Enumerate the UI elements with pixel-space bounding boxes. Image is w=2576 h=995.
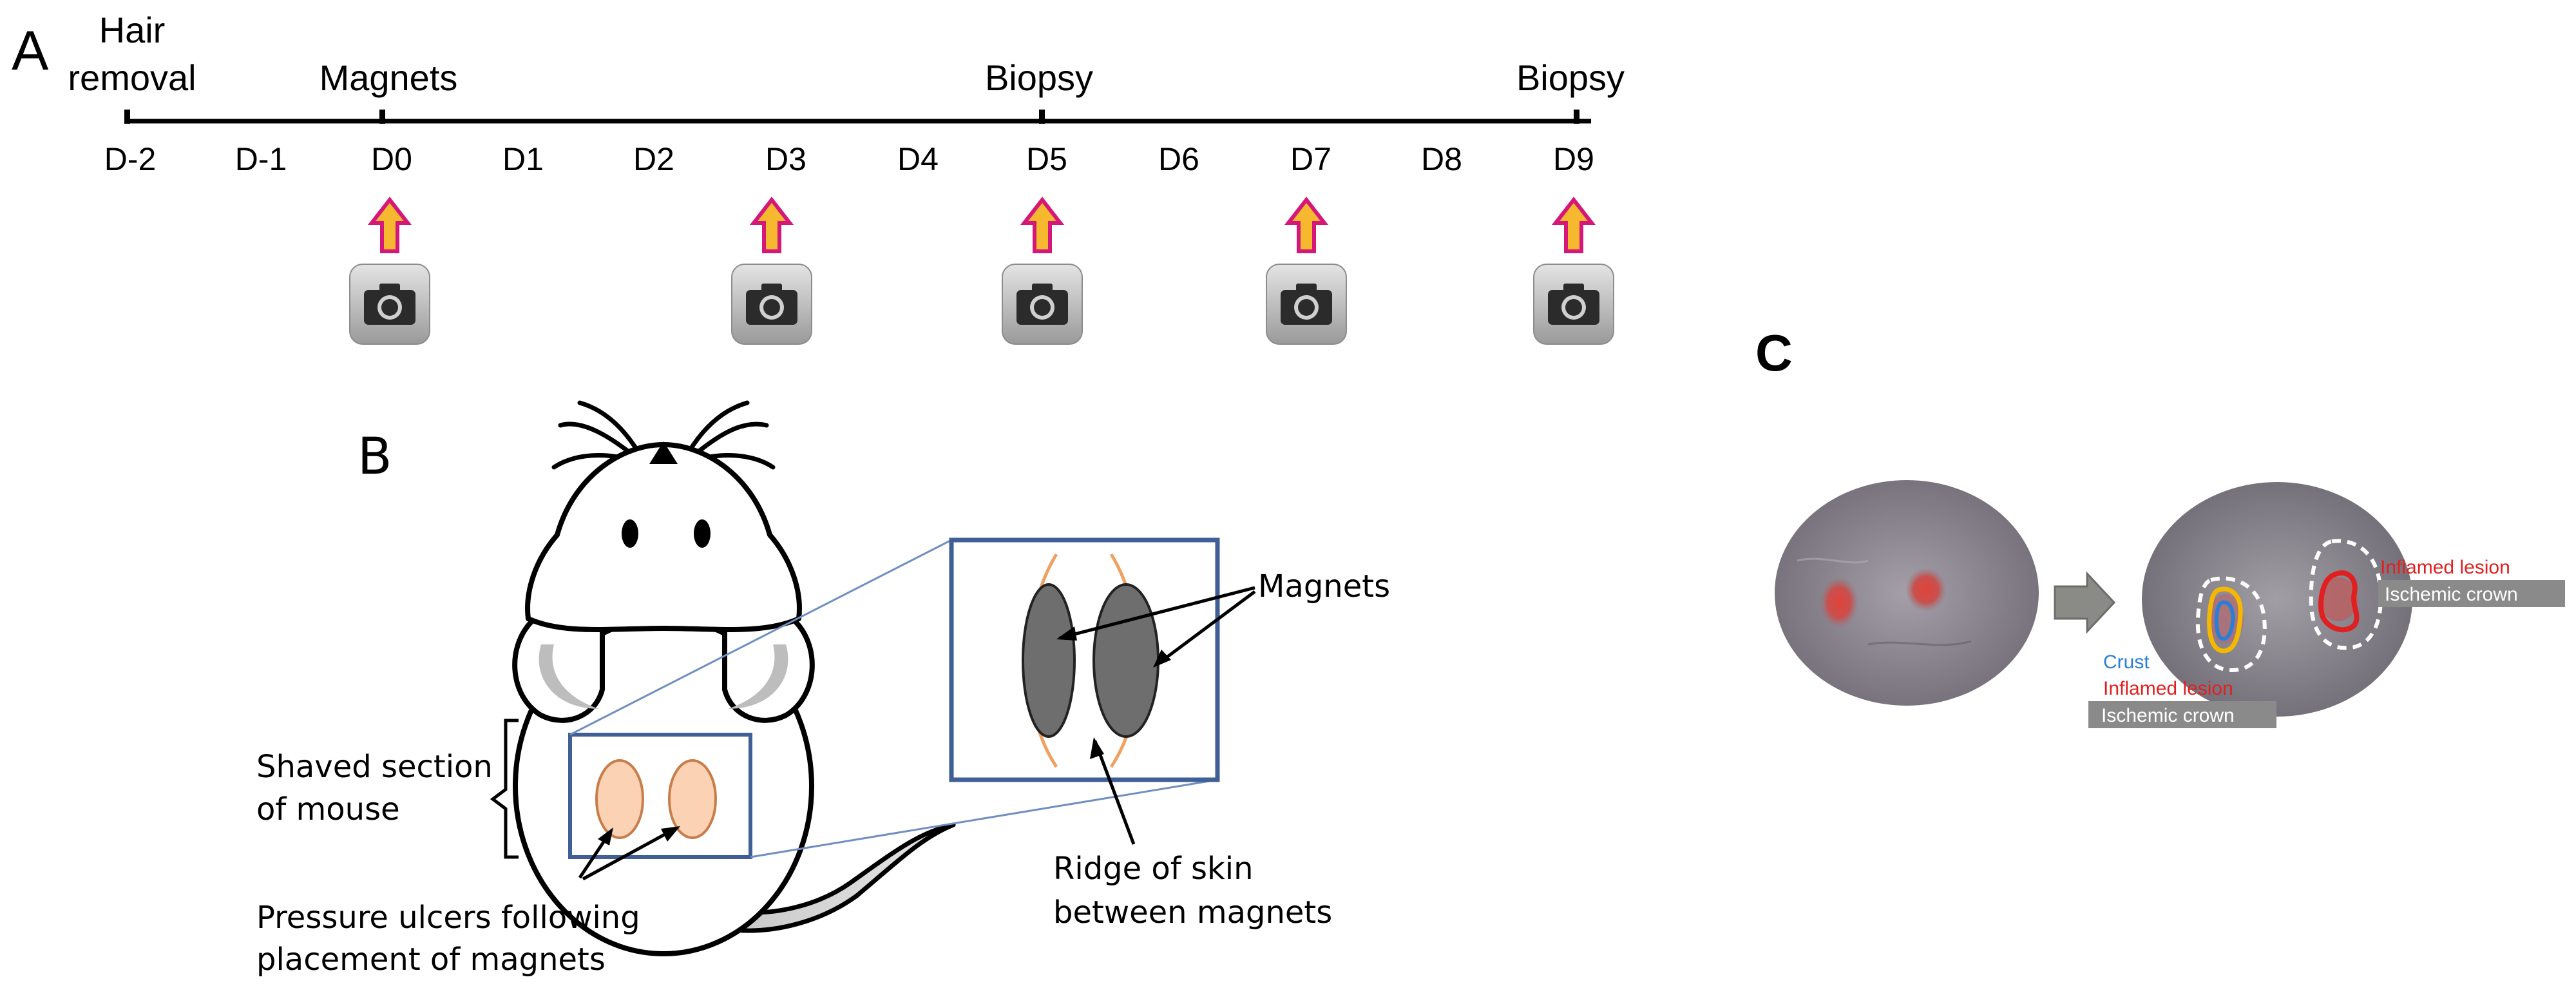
timeline-tick-biopsy-d9 (1574, 110, 1579, 124)
magnets-label: Magnets (1258, 568, 1390, 604)
biopsy-event-label-d9: Biopsy (1516, 57, 1625, 98)
photo-marker-d5 (1002, 197, 1083, 345)
photo-markers (349, 197, 1614, 345)
shaved-section-bracket (490, 719, 519, 859)
panel-c-letter: C (1755, 324, 1793, 382)
ulcers-label-line1: Pressure ulcers following (256, 900, 640, 936)
magnets-pointer-2 (1155, 590, 1256, 667)
timeline-tick-magnets (379, 110, 385, 124)
ridge-label-line1: Ridge of skin (1053, 851, 1254, 887)
panel-b-letter: B (358, 428, 392, 486)
up-arrow-icon (1551, 197, 1596, 253)
hair-removal-label-line2: removal (68, 57, 196, 98)
day-labels: D-2 D-1 D0 D1 D2 D3 D4 D5 D6 D7 D8 D9 (104, 141, 1594, 177)
legend-left-ischemic-bg (2088, 701, 2276, 728)
biopsy-event-label-d5: Biopsy (985, 57, 1093, 98)
day-label: D2 (633, 141, 674, 177)
legend-left-crust: Crust (2103, 652, 2150, 673)
magnets-pointer-1 (1059, 586, 1255, 640)
mouse-eye-left (622, 519, 638, 548)
up-arrow-icon (1284, 197, 1329, 253)
day-label: D6 (1158, 141, 1199, 177)
day-label: D-2 (104, 141, 157, 177)
photo-marker-d3 (731, 197, 812, 345)
camera-icon (1002, 264, 1083, 345)
timeline-tick-hair (124, 110, 130, 124)
shaved-section-label-line2: of mouse (256, 791, 400, 827)
ulcers-label-line2: placement of magnets (256, 942, 606, 978)
skin-photo-before (1775, 480, 2039, 706)
hair-removal-label-line1: Hair (99, 10, 166, 50)
legend-left-inflamed: Inflamed lesion (2103, 678, 2233, 699)
magnet-zoom-box (949, 537, 1220, 782)
panel-a: A Hair removal Magnets Biopsy Biopsy D-2… (12, 10, 1625, 345)
pressure-ulcer-left (595, 759, 644, 839)
day-label: D8 (1421, 141, 1462, 177)
day-label: D7 (1290, 141, 1331, 177)
magnets-event-label: Magnets (320, 57, 458, 98)
magnet-right (1092, 583, 1159, 738)
day-label: D9 (1553, 141, 1594, 177)
legend-left-ischemic: Ischemic crown (2101, 705, 2235, 726)
day-label: D3 (765, 141, 806, 177)
day-label: D1 (502, 141, 544, 177)
camera-icon (1266, 264, 1347, 345)
panel-a-letter: A (12, 20, 49, 82)
mouse-eye-right (694, 519, 711, 548)
right-arrow-icon (2054, 571, 2116, 634)
ischemic-crown-outline-left (2195, 576, 2267, 673)
ridge-pointer (1093, 740, 1136, 845)
inflamed-lesion-outline-left (2207, 586, 2243, 653)
pressure-ulcer-right (668, 759, 717, 839)
arrowhead (1153, 650, 1171, 668)
arrowhead (661, 826, 680, 842)
ischemic-crown-outline-right (2309, 539, 2383, 650)
arrowhead (598, 827, 613, 845)
camera-icon (349, 264, 430, 345)
legend-right-inflamed: Inflamed lesion (2380, 557, 2510, 578)
ridge-label-line2: between magnets (1053, 894, 1332, 931)
ulcer-pointer-right (582, 826, 678, 881)
shaved-section-label-line1: Shaved section (256, 749, 493, 785)
arrowhead (1090, 737, 1104, 759)
up-arrow-icon (749, 197, 794, 253)
panel-c: C Inflamed lesion Ischemic crown Crus (1755, 324, 2565, 728)
day-label: D5 (1026, 141, 1067, 177)
zoom-connector-top (569, 539, 952, 736)
photo-marker-d0 (349, 197, 430, 345)
timeline-tick-biopsy-d5 (1039, 110, 1045, 124)
camera-icon (731, 264, 812, 345)
photo-marker-d7 (1266, 197, 1347, 345)
up-arrow-icon (367, 197, 412, 253)
up-arrow-icon (1020, 197, 1065, 253)
panel-b: B (256, 400, 1390, 978)
inflamed-lesion-outline-right (2318, 570, 2360, 633)
magnet-left (1022, 583, 1076, 738)
day-label: D0 (371, 141, 412, 177)
shaved-section-box (568, 733, 752, 859)
mouse-head (525, 442, 802, 632)
mouse-nose (649, 441, 678, 464)
day-label: D-1 (235, 141, 287, 177)
skin-photo-annotated (2142, 482, 2412, 717)
day-label: D4 (897, 141, 939, 177)
camera-icon (1533, 264, 1614, 345)
arrowhead (1056, 626, 1077, 641)
crust-outline (2214, 600, 2235, 641)
zoom-connector-bottom (750, 778, 1218, 858)
photo-marker-d9 (1533, 197, 1614, 345)
legend-right-ischemic-bg (2378, 580, 2565, 607)
legend-right-ischemic: Ischemic crown (2385, 584, 2518, 605)
